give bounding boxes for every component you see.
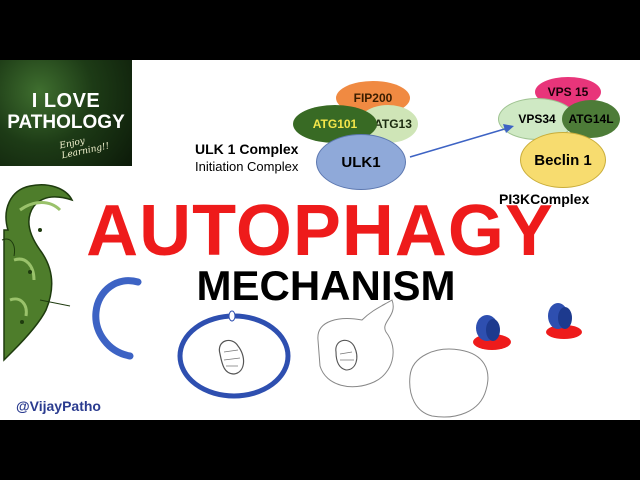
atg14l-protein: ATG14L <box>562 100 620 138</box>
vps15-label: VPS 15 <box>547 85 589 99</box>
atg14l-label: ATG14L <box>568 112 614 126</box>
fip200-label: FIP200 <box>353 91 393 105</box>
ulk-complex-subheading: Initiation Complex <box>195 159 299 174</box>
lysosomal-enzyme-right <box>546 303 582 339</box>
lysosomal-enzyme-left <box>473 315 511 350</box>
ulk1-protein: ULK1 <box>316 134 406 190</box>
channel-logo: I LOVE PATHOLOGY Enjoy Learning!! <box>0 60 132 166</box>
letterbox-top <box>0 0 640 60</box>
page-title: AUTOPHAGY <box>86 191 554 271</box>
ulk-complex-heading: ULK 1 Complex <box>195 141 299 157</box>
atg101-protein: ATG101 <box>293 105 377 143</box>
pi3k-complex-label: PI3KComplex <box>499 191 590 207</box>
author-handle: @VijayPatho <box>16 398 101 414</box>
beclin1-label: Beclin 1 <box>534 151 592 169</box>
logo-line-1: I LOVE <box>31 90 101 112</box>
ulk1-label: ULK1 <box>341 153 381 171</box>
logo-line-2: PATHOLOGY <box>7 112 125 133</box>
activation-arrow <box>409 124 514 158</box>
slide-canvas: I LOVE PATHOLOGY Enjoy Learning!! FIP200… <box>0 60 640 420</box>
autophagy-drawings <box>1 124 582 418</box>
atg13-label: ATG13 <box>374 117 412 131</box>
autophagosome <box>177 310 291 399</box>
autolysosome-outline <box>409 348 489 418</box>
beclin1-protein: Beclin 1 <box>520 132 606 188</box>
letterbox-bottom <box>0 420 640 480</box>
vps34-label: VPS34 <box>518 112 556 126</box>
amphisome-outline <box>317 299 394 388</box>
atg101-label: ATG101 <box>312 117 358 131</box>
page-subtitle: MECHANISM <box>196 262 456 309</box>
phagophore <box>92 277 142 360</box>
endoplasmic-reticulum <box>1 184 74 362</box>
